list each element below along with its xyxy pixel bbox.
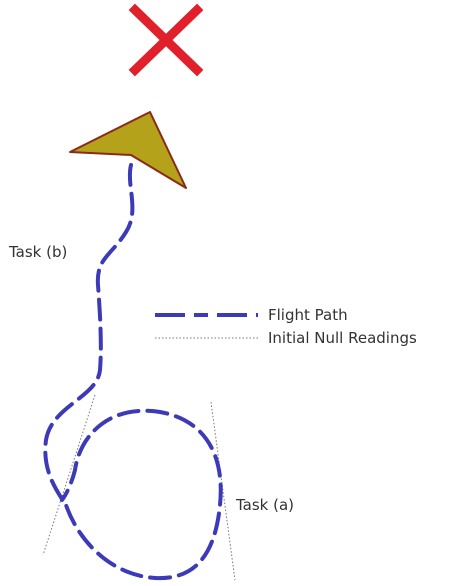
flight-path	[43, 163, 223, 581]
target-x-icon	[128, 3, 204, 77]
legend-null-label: Initial Null Readings	[268, 329, 417, 347]
null-reading-line-left	[42, 394, 96, 556]
task-b-label: Task (b)	[8, 243, 67, 261]
legend-flight-path-label: Flight Path	[268, 306, 348, 324]
null-reading-line-right	[210, 401, 236, 581]
task-a-label: Task (a)	[235, 496, 294, 514]
aircraft-arrowhead-icon	[69, 111, 187, 189]
legend: Flight Path Initial Null Readings	[155, 306, 417, 347]
